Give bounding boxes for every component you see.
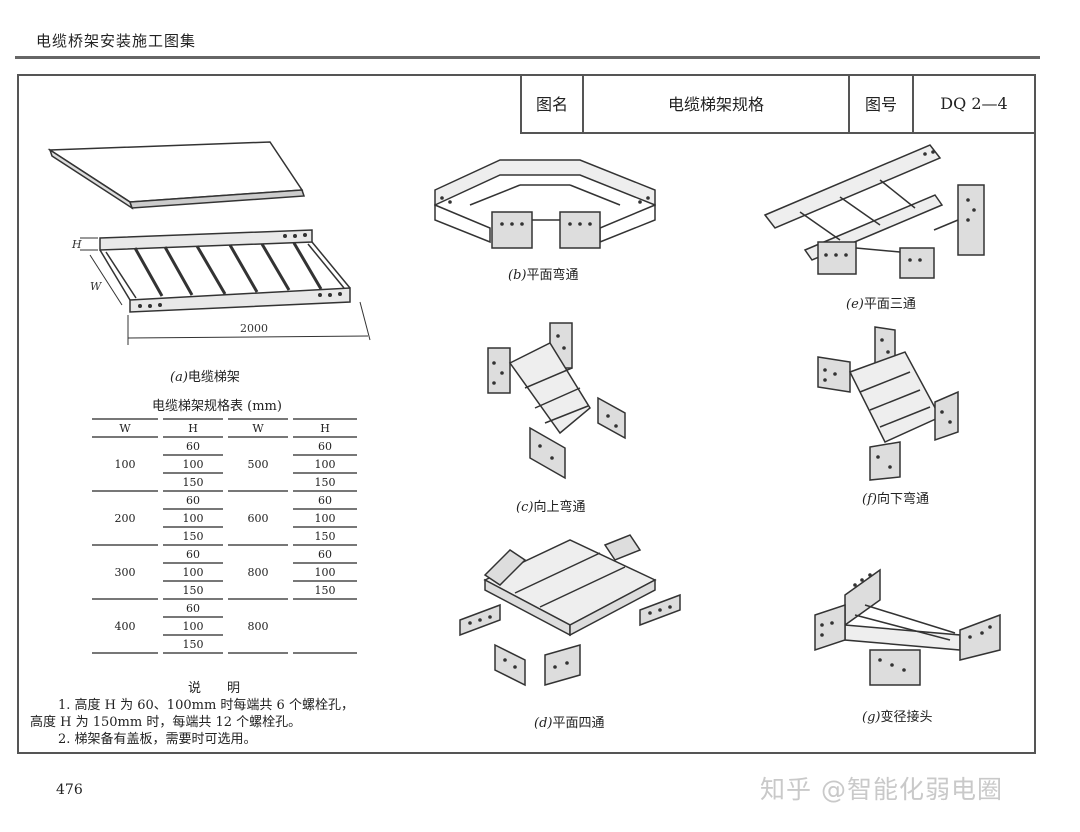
spec-h1: 150 [163, 526, 223, 546]
caption-c: (c)向上弯通 [516, 496, 585, 515]
header-rule [15, 56, 1040, 59]
caption-b-letter: (b) [508, 268, 527, 283]
spec-h1: 150 [163, 580, 223, 600]
caption-d: (d)平面四通 [534, 712, 604, 731]
dim-w-label: W [90, 280, 103, 293]
spec-header-w1: W [92, 418, 158, 438]
caption-g-letter: (g) [862, 710, 881, 725]
table-row: 150 150 [92, 472, 357, 492]
spec-h2: 150 [293, 526, 357, 546]
caption-b: (b)平面弯通 [508, 264, 578, 283]
spec-w2: 600 [228, 490, 288, 546]
caption-f-letter: (f) [862, 492, 877, 507]
spec-h1: 100 [163, 562, 223, 582]
table-row: 100 100 [92, 454, 357, 474]
notes-line-3: 2. 梯架备有盖板，需要时可选用。 [58, 732, 257, 747]
caption-e-text: 平面三通 [863, 297, 916, 312]
table-row: 100 100 [92, 562, 357, 582]
flat-tee-drawing [763, 144, 985, 279]
title-number-label: 图号 [850, 74, 914, 132]
spec-h2-empty [293, 598, 357, 654]
title-name-value: 电缆梯架规格 [584, 74, 850, 132]
spec-h1: 60 [163, 436, 223, 456]
watermark-text: 知乎 @智能化弱电圈 [760, 775, 1003, 804]
caption-c-text: 向上弯通 [533, 500, 586, 515]
flat-cross-drawing [459, 534, 681, 687]
spec-header-w2: W [228, 418, 288, 438]
spec-h1: 150 [163, 472, 223, 492]
caption-e: (e)平面三通 [846, 293, 916, 312]
table-row: 300 60 800 60 [92, 544, 357, 600]
reducer-drawing [814, 568, 1001, 686]
table-row: 150 150 [92, 580, 357, 600]
dim-h-label: H [71, 238, 82, 251]
table-row: 150 150 [92, 526, 357, 546]
spec-w2: 800 [228, 598, 288, 654]
table-row: 200 60 600 60 [92, 490, 357, 546]
spec-w1: 200 [92, 490, 158, 546]
spec-h2: 60 [293, 544, 357, 564]
notes-block: 说 明 1. 高度 H 为 60、100mm 时每端共 6 个螺栓孔， 高度 H… [30, 680, 430, 748]
caption-a-text: 电缆梯架 [187, 370, 240, 385]
table-row: 150 [92, 634, 357, 654]
spec-h1: 150 [163, 634, 223, 654]
caption-g-text: 变径接头 [880, 710, 933, 725]
notes-heading: 说 明 [188, 681, 241, 696]
spec-w2: 800 [228, 544, 288, 600]
spec-h1: 100 [163, 454, 223, 474]
spec-h1: 100 [163, 616, 223, 636]
caption-f-text: 向下弯通 [876, 492, 929, 507]
ladder-tray [99, 229, 351, 313]
table-row: 400 60 800 [92, 598, 357, 654]
down-elbow-drawing [817, 326, 959, 481]
spec-h2: 150 [293, 580, 357, 600]
dimension-lines [80, 237, 371, 345]
caption-f: (f)向下弯通 [862, 488, 929, 507]
table-row: 100 60 500 60 [92, 436, 357, 492]
caption-d-letter: (d) [534, 716, 553, 731]
spec-h1: 60 [163, 490, 223, 510]
spec-w2: 500 [228, 436, 288, 492]
spec-table-title: 电缆梯架规格表 (mm) [152, 399, 282, 414]
cover-plate [47, 141, 306, 210]
page-number: 476 [56, 782, 83, 798]
spec-table: W H W H 100 60 500 60 100 100 150 150 20… [92, 418, 357, 654]
caption-d-text: 平面四通 [552, 716, 605, 731]
caption-c-letter: (c) [516, 500, 534, 515]
spec-h2: 60 [293, 490, 357, 510]
spec-header-h2: H [293, 418, 357, 438]
spec-h1: 60 [163, 544, 223, 564]
ladder-tray-drawing: H W 2000 [47, 141, 371, 345]
spec-header-h1: H [163, 418, 223, 438]
caption-g: (g)变径接头 [862, 706, 932, 725]
title-block: 图名 电缆梯架规格 图号 DQ 2—4 [520, 74, 1036, 134]
spec-h2: 100 [293, 562, 357, 582]
spec-w1: 400 [92, 598, 158, 654]
spec-h2: 150 [293, 472, 357, 492]
document-header-title: 电缆桥架安装施工图集 [36, 32, 197, 50]
dim-length-label: 2000 [240, 322, 268, 335]
spec-w1: 100 [92, 436, 158, 492]
up-elbow-drawing [487, 322, 626, 480]
table-row: 100 100 [92, 508, 357, 528]
spec-h1: 100 [163, 508, 223, 528]
flat-elbow-drawing [434, 159, 656, 249]
table-row: 100 [92, 616, 357, 636]
spec-h2: 60 [293, 436, 357, 456]
caption-e-letter: (e) [846, 297, 864, 312]
drawing-frame [17, 74, 1036, 754]
title-name-label: 图名 [522, 74, 584, 132]
spec-h1: 60 [163, 598, 223, 618]
spec-h2: 100 [293, 454, 357, 474]
title-number-value: DQ 2—4 [940, 93, 1008, 113]
spec-h2: 100 [293, 508, 357, 528]
caption-a-letter: (a) [170, 370, 188, 385]
spec-w1: 300 [92, 544, 158, 600]
spec-table-header-row: W H W H [92, 418, 357, 438]
notes-line-1: 1. 高度 H 为 60、100mm 时每端共 6 个螺栓孔， [58, 698, 354, 713]
caption-b-text: 平面弯通 [526, 268, 579, 283]
caption-a: (a)电缆梯架 [170, 366, 240, 385]
notes-line-2: 高度 H 为 150mm 时，每端共 12 个螺栓孔。 [30, 715, 302, 730]
